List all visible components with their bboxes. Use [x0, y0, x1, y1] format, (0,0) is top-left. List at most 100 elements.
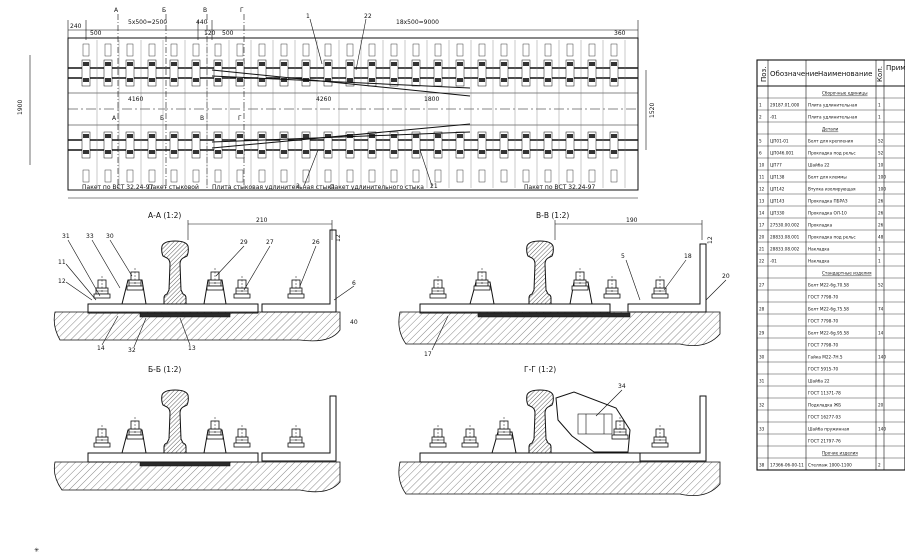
vv-callout-5: 5	[621, 253, 625, 260]
spec-cell-code: ЦП142	[770, 187, 785, 192]
spec-cell-name: Накладка	[808, 247, 830, 252]
plan-sleeper-end	[368, 43, 376, 57]
plan-sleeper-end	[610, 169, 618, 183]
plan-bolt-head	[479, 134, 485, 138]
plan-sleeper-end	[324, 43, 332, 57]
plan-fastener-block	[389, 131, 399, 159]
plan-sleeper-end	[258, 169, 266, 183]
plan-marker-g-lower: Г	[238, 115, 242, 122]
plan-fastener-block	[81, 59, 91, 87]
plan-fastener-block	[433, 59, 443, 87]
plan-marker-v-lower: В	[200, 115, 204, 122]
spec-cell-pos: 29	[759, 331, 765, 336]
spec-cell-code: 28833.08.002	[770, 247, 800, 252]
plan-fastener-block	[499, 59, 509, 87]
plan-bolt-head	[545, 150, 551, 154]
plan-bolt-head	[391, 134, 397, 138]
plan-bolt-head	[215, 150, 221, 154]
vv-callout-17: 17	[424, 351, 432, 358]
plan-bolt-head	[215, 134, 221, 138]
plan-bolt-head	[479, 78, 485, 82]
spec-cell-qty: 2	[878, 463, 881, 468]
spec-cell-pos: 31	[759, 379, 765, 384]
plan-bolt-head	[347, 78, 353, 82]
plan-bolt-head	[171, 62, 177, 66]
plan-fastener-block	[257, 131, 267, 159]
plan-fastener-block	[125, 59, 135, 87]
plan-bolt-head	[611, 150, 617, 154]
spec-cell-qty: 26	[878, 223, 884, 228]
plan-fastener-block	[521, 59, 531, 87]
plan-caption-1: Пакет по ВСТ 32.24-97	[82, 184, 153, 191]
plan-bolt-head	[523, 78, 529, 82]
spec-cell-pos: 1	[759, 103, 762, 108]
plan-fastener-block	[147, 131, 157, 159]
spec-cell-qty: 14	[878, 331, 884, 336]
spec-cell-name: ГОСТ 7798-70	[808, 319, 838, 324]
plan-sleeper-end	[236, 43, 244, 57]
spec-cell-pos: 13	[759, 199, 765, 204]
plan-caption-4: Пакет удлинительного стыка	[330, 184, 424, 191]
plan-marker-b-lower: Б	[160, 115, 164, 122]
plan-bolt-head	[435, 150, 441, 154]
plan-sleeper-end	[302, 169, 310, 183]
plan-callout-2: 2	[296, 183, 300, 190]
plan-sleeper-end	[412, 43, 420, 57]
spec-header-code: Обозначение	[770, 70, 819, 78]
plan-bolt-head	[347, 150, 353, 154]
aa-callout-27: 27	[266, 239, 274, 246]
plan-bolt-head	[325, 134, 331, 138]
plan-bolt-head	[391, 62, 397, 66]
plan-caption-2: Пакет стыковой	[148, 184, 199, 191]
plan-sleeper-end	[170, 169, 178, 183]
spec-cell-name: Шайба пружинная	[808, 427, 850, 432]
section-gg-title: Г-Г (1:2)	[524, 365, 556, 374]
spec-cell-name: Прокладка под рельс	[808, 151, 856, 156]
plan-bolt-head	[457, 78, 463, 82]
plan-dim-500b: 500	[222, 30, 234, 37]
spec-cell-code: ЦП01-01	[770, 139, 789, 144]
spec-cell-code: ЦП143	[770, 199, 785, 204]
plan-sleeper-end	[588, 169, 596, 183]
plan-marker-a-lower: А	[112, 115, 117, 122]
plan-bolt-head	[567, 62, 573, 66]
plan-sleeper-end	[566, 169, 574, 183]
plan-bolt-head	[369, 150, 375, 154]
plan-sleeper-end	[566, 43, 574, 57]
spec-header-name: Наименование	[818, 70, 872, 78]
plan-bolt-head	[567, 150, 573, 154]
plan-marker-v: В	[203, 7, 207, 14]
plan-bolt-head	[545, 78, 551, 82]
section-vv-dim-190: 190	[626, 217, 638, 224]
plan-sleeper-end	[544, 169, 552, 183]
plan-bolt-head	[149, 134, 155, 138]
plan-sleeper-end	[522, 43, 530, 57]
spec-cell-qty: 1	[878, 259, 881, 264]
plan-bolt-head	[325, 78, 331, 82]
plan-sleeper-end	[610, 43, 618, 57]
plan-bolt-head	[347, 134, 353, 138]
plan-fastener-block	[367, 131, 377, 159]
plan-bolt-head	[259, 78, 265, 82]
spec-section-heading: Детали	[822, 127, 839, 132]
plan-bolt-head	[479, 62, 485, 66]
plan-sleeper-end	[456, 43, 464, 57]
plan-sleeper-end	[148, 43, 156, 57]
spec-cell-code: ЦП138	[770, 175, 785, 180]
aa-callout-29: 29	[240, 239, 248, 246]
spec-cell-code: ЦП77	[770, 163, 782, 168]
spec-cell-code: 28833.08.001	[770, 235, 800, 240]
plan-bolt-head	[589, 150, 595, 154]
plan-sleeper-end	[214, 43, 222, 57]
plan-fastener-block	[191, 59, 201, 87]
plan-bolt-head	[567, 134, 573, 138]
spec-cell-code: 17366-06-00-11	[770, 463, 804, 468]
plan-bolt-head	[391, 150, 397, 154]
spec-cell-pos: 6	[759, 151, 762, 156]
corner-mark: ✳	[34, 547, 39, 554]
spec-cell-name: Прокладка	[808, 223, 833, 228]
spec-cell-name: Стеллаж 1000-1100	[808, 463, 852, 468]
plan-bolt-head	[259, 134, 265, 138]
plan-bolt-head	[237, 134, 243, 138]
